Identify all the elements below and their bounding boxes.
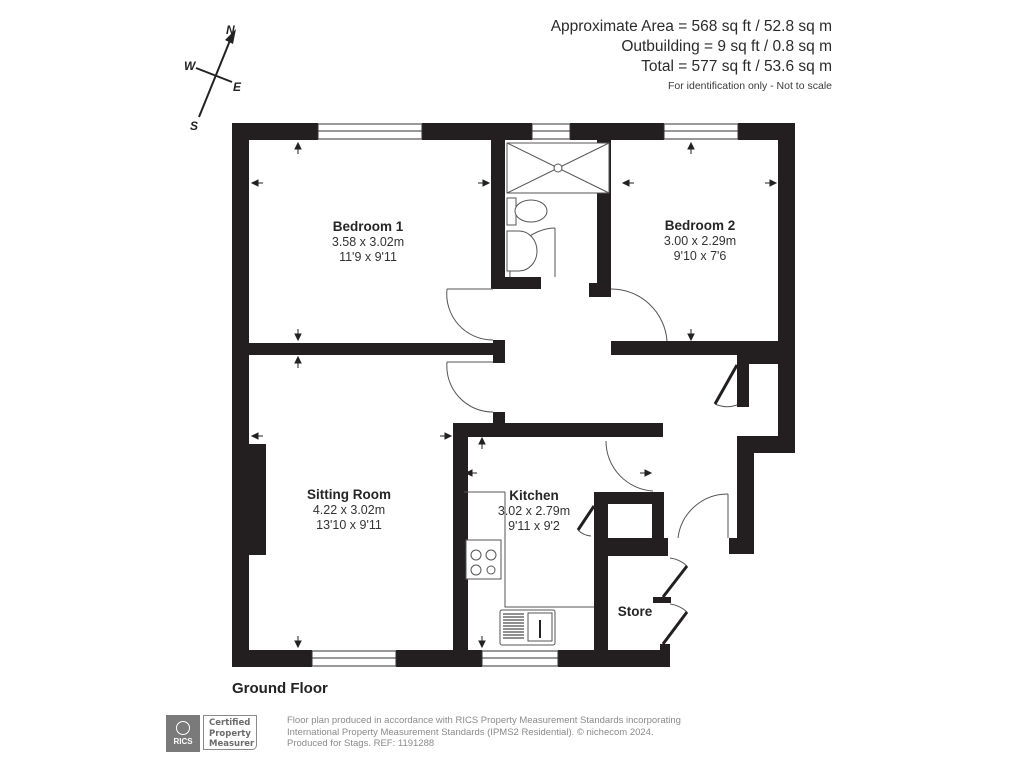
badge-line-2: Property — [209, 728, 251, 739]
room-dimensions-imperial: 9'10 x 7'6 — [673, 249, 727, 263]
credits-line-1: Floor plan produced in accordance with R… — [287, 715, 681, 726]
outbuilding-area: Outbuilding = 9 sq ft / 0.8 sq m — [621, 38, 832, 55]
credits-line-2: International Property Measurement Stand… — [287, 726, 654, 738]
approximate-area: Approximate Area = 568 sq ft / 52.8 sq m — [550, 18, 832, 35]
walls — [232, 123, 795, 667]
shower-tray-icon — [506, 142, 610, 194]
room-name: Sitting Room — [307, 487, 391, 502]
room-dimensions-metric: 4.22 x 3.02m — [312, 503, 386, 517]
door-leaves — [576, 364, 739, 645]
floor-plan-credits: Floor plan produced in accordance with R… — [287, 715, 681, 750]
room-label-bedroom-1: Bedroom 1 3.58 x 3.02m 11'9 x 9'11 — [332, 219, 404, 265]
hob-icon — [465, 539, 502, 580]
room-dimensions-metric: 3.02 x 2.79m — [497, 504, 571, 518]
room-dimensions-imperial: 11'9 x 9'11 — [339, 250, 397, 264]
room-dimensions-metric: 3.00 x 2.29m — [663, 234, 737, 248]
wash-basin-icon — [506, 230, 538, 272]
compass-west: W — [184, 59, 197, 73]
badge-line-3: Measurer — [209, 739, 255, 749]
total-area: Total = 577 sq ft / 53.6 sq m — [641, 58, 832, 75]
rics-org-label: RICS — [173, 737, 193, 746]
floor-title: Ground Floor — [232, 680, 328, 697]
room-dimensions-imperial: 9'11 x 9'2 — [508, 519, 560, 533]
sink-drainer-icon — [499, 609, 556, 646]
room-name: Bedroom 2 — [664, 218, 736, 233]
compass-south: S — [190, 119, 198, 133]
dimension-markers — [250, 141, 778, 649]
compass-north: N — [226, 23, 235, 37]
room-label-bedroom-2: Bedroom 2 3.00 x 2.29m 9'10 x 7'6 — [664, 218, 736, 264]
toilet-icon — [506, 197, 548, 226]
compass-rose-icon: N W E S — [184, 23, 242, 133]
room-name: Store — [617, 604, 653, 619]
room-label-sitting-room: Sitting Room 4.22 x 3.02m 13'10 x 9'11 — [307, 487, 391, 533]
compass-east: E — [233, 80, 242, 94]
room-dimensions-metric: 3.58 x 3.02m — [331, 235, 405, 249]
room-label-store: Store — [618, 604, 653, 620]
rics-certified-badge: RICS Certified Property Measurer — [166, 715, 260, 752]
kitchen-worktop — [464, 491, 594, 608]
room-dimensions-imperial: 13'10 x 9'11 — [316, 518, 382, 532]
credits-line-3: Produced for Stags. REF: 1191288 — [287, 738, 435, 749]
room-name: Kitchen — [509, 488, 559, 503]
room-label-kitchen: Kitchen 3.02 x 2.79m 9'11 x 9'2 — [498, 488, 570, 534]
badge-line-1: Certified — [209, 718, 251, 728]
rics-logo: RICS — [166, 715, 200, 752]
area-summary: Approximate Area = 568 sq ft / 52.8 sq m… — [551, 17, 832, 94]
room-name: Bedroom 1 — [332, 219, 404, 234]
rics-certification-text: Certified Property Measurer — [203, 715, 257, 750]
scale-disclaimer: For identification only - Not to scale — [668, 80, 832, 92]
windows — [311, 123, 739, 667]
rics-emblem-icon — [176, 721, 190, 735]
